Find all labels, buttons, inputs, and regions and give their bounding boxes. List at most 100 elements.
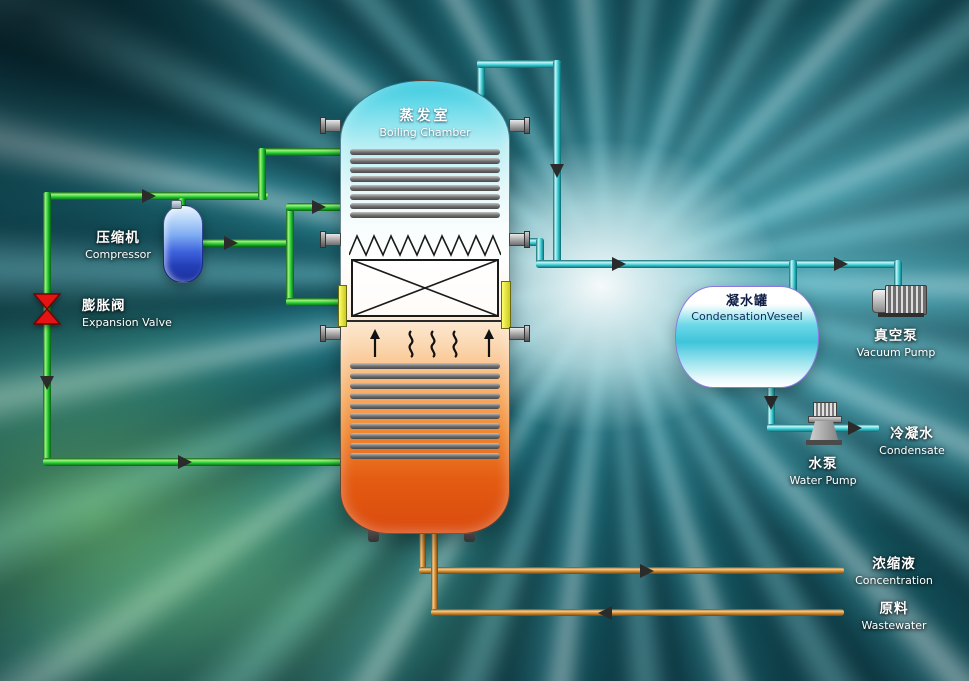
vapor-rise-arrows — [370, 329, 494, 358]
exchanger-tube — [350, 423, 500, 429]
flow-arrow-down — [550, 164, 564, 178]
exchanger-tube — [350, 393, 500, 399]
exchanger-tube — [350, 185, 500, 191]
valve-lower-triangle — [33, 307, 61, 325]
vessel-nozzle-left-bottom — [320, 325, 341, 342]
level-gauge-left — [338, 285, 347, 327]
wastewater-label: 原料 Wastewater — [844, 601, 944, 633]
flow-arrow-right — [640, 564, 654, 578]
vessel-nozzle-right-mid — [509, 231, 530, 248]
flow-arrow-right — [612, 257, 626, 271]
water-pump-body — [810, 421, 838, 440]
pipe-orange-feed-riser — [431, 524, 438, 616]
pipe-cyan-outlet-drop — [536, 238, 544, 268]
pipe-green-vessel-top-outlet — [258, 148, 344, 156]
heat-exchanger-tubes-upper — [350, 149, 500, 218]
pipe-green-distribution-riser — [286, 203, 294, 306]
pipe-green-bottom-run — [43, 458, 346, 466]
exchanger-tube — [350, 149, 500, 155]
flow-arrow-right — [142, 189, 156, 203]
pipe-orange-feed-run — [431, 609, 844, 616]
boiling-chamber-label-en: Boiling Chamber — [379, 126, 471, 139]
vacuum-pump-motor — [885, 285, 927, 315]
compressor-label-en: Compressor — [85, 247, 151, 261]
demister-mesh-box — [351, 259, 499, 317]
concentration-label-zh: 浓缩液 — [872, 556, 916, 572]
boiling-chamber-label-zh: 蒸发室 — [399, 108, 451, 124]
pipe-cyan-condenser-inlet — [789, 260, 797, 294]
exchanger-tube — [350, 203, 500, 209]
expansion-valve-label-en: Expansion Valve — [82, 315, 172, 329]
exchanger-tube — [350, 158, 500, 164]
vacuum-pump-label-en: Vacuum Pump — [856, 345, 936, 359]
vessel-nozzle-right-top — [509, 117, 530, 134]
exchanger-tube — [350, 176, 500, 182]
heat-exchanger-tubes-lower — [350, 363, 500, 459]
expansion-valve-label: 膨胀阀 Expansion Valve — [82, 298, 202, 330]
concentration-label-en: Concentration — [855, 573, 933, 587]
pipe-green-compressor-outlet — [199, 239, 294, 247]
vapor-lines — [373, 330, 491, 358]
condensate-label: 冷凝水 Condensate — [866, 426, 958, 458]
exchanger-tube — [350, 363, 500, 369]
vacuum-pump-base — [878, 313, 924, 317]
condensation-vessel-label-en: CondensationVeseel — [691, 310, 803, 323]
boiling-chamber-vessel: 蒸发室 Boiling Chamber — [320, 80, 530, 534]
wastewater-label-en: Wastewater — [861, 618, 927, 632]
concentration-label: 浓缩液 Concentration — [842, 556, 946, 588]
compressor-icon — [163, 200, 203, 283]
pipe-green-return-drop — [258, 148, 266, 200]
water-pump-label-zh: 水泵 — [808, 456, 838, 472]
flow-arrow-right — [834, 257, 848, 271]
vessel-nozzle-left-mid — [320, 231, 341, 248]
distributor-zigzag — [349, 233, 501, 257]
exchanger-tube — [350, 403, 500, 409]
vacuum-pump-icon — [872, 282, 928, 318]
flow-arrow-right — [848, 421, 862, 435]
vessel-nozzle-right-bottom — [509, 325, 530, 342]
exchanger-tube — [350, 433, 500, 439]
pipe-green-valve-riser — [43, 192, 51, 466]
exchanger-tube — [350, 212, 500, 218]
zigzag-line — [349, 233, 501, 257]
pipe-green-lower-feed — [286, 298, 344, 306]
flow-arrow-right — [224, 236, 238, 250]
compressor-label: 压缩机 Compressor — [70, 230, 166, 262]
flow-arrow-left — [598, 606, 612, 620]
water-pump-base — [806, 440, 842, 445]
pipe-orange-concentrate-drop — [419, 524, 426, 574]
mesh-box-diagonal — [351, 259, 499, 317]
pipe-cyan-top-run — [477, 60, 561, 68]
exchanger-tube — [350, 373, 500, 379]
vacuum-pump-label-zh: 真空泵 — [874, 328, 918, 344]
pipe-cyan-main-run — [536, 260, 902, 268]
expansion-valve-icon — [33, 293, 61, 325]
exchanger-tube — [350, 167, 500, 173]
pipe-cyan-dome-riser — [477, 60, 485, 96]
exchanger-tube — [350, 383, 500, 389]
water-pump-icon — [806, 402, 842, 448]
pipe-cyan-vacuum-inlet — [894, 260, 902, 288]
exchanger-tube — [350, 453, 500, 459]
flow-arrow-right — [312, 200, 326, 214]
flow-arrow-right — [178, 455, 192, 469]
condensate-label-zh: 冷凝水 — [890, 426, 934, 442]
condensation-vessel: 凝水罐 CondensationVeseel — [675, 286, 819, 388]
exchanger-tube — [350, 413, 500, 419]
water-pump-label-en: Water Pump — [789, 473, 857, 487]
exchanger-tube — [350, 194, 500, 200]
exchanger-tube — [350, 443, 500, 449]
vessel-nozzle-left-top — [320, 117, 341, 134]
level-gauge-right — [501, 281, 511, 329]
flow-arrow-down — [40, 376, 54, 390]
compressor-cap — [171, 200, 182, 209]
compressor-label-zh: 压缩机 — [96, 230, 140, 246]
pipe-orange-concentrate-run — [419, 567, 844, 574]
condensate-label-en: Condensate — [879, 443, 945, 457]
tray-line — [344, 320, 506, 322]
vacuum-pump-label: 真空泵 Vacuum Pump — [846, 328, 946, 360]
water-pump-label: 水泵 Water Pump — [774, 456, 872, 488]
vapor-arrowheads — [370, 329, 494, 339]
condensation-vessel-label-zh: 凝水罐 — [725, 294, 768, 309]
